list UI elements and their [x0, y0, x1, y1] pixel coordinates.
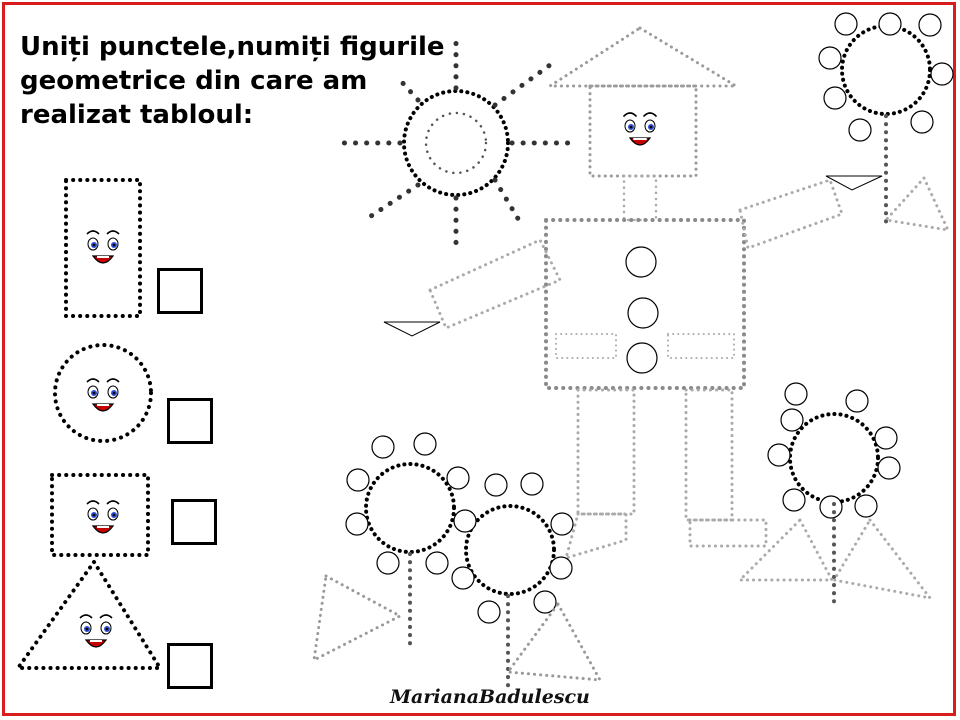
flower-bottom-left: [312, 432, 603, 692]
circle-icon: [53, 343, 153, 443]
flower-mid-right: [736, 382, 934, 606]
task-instruction: Uniți punctele,numiți figurile geometric…: [20, 32, 445, 130]
flower-top-right: [818, 12, 954, 232]
author-signature: MarianaBadulescu: [390, 686, 590, 708]
answer-box-circle[interactable]: [167, 398, 213, 444]
robot-drawing: [383, 26, 883, 561]
square-icon: [50, 473, 150, 557]
answer-box-rectangle[interactable]: [157, 268, 203, 314]
answer-box-triangle[interactable]: [167, 643, 213, 689]
rectangle-icon: [64, 178, 142, 318]
triangle-icon: [14, 558, 164, 670]
answer-box-square[interactable]: [171, 499, 217, 545]
sun-drawing: [337, 37, 573, 248]
